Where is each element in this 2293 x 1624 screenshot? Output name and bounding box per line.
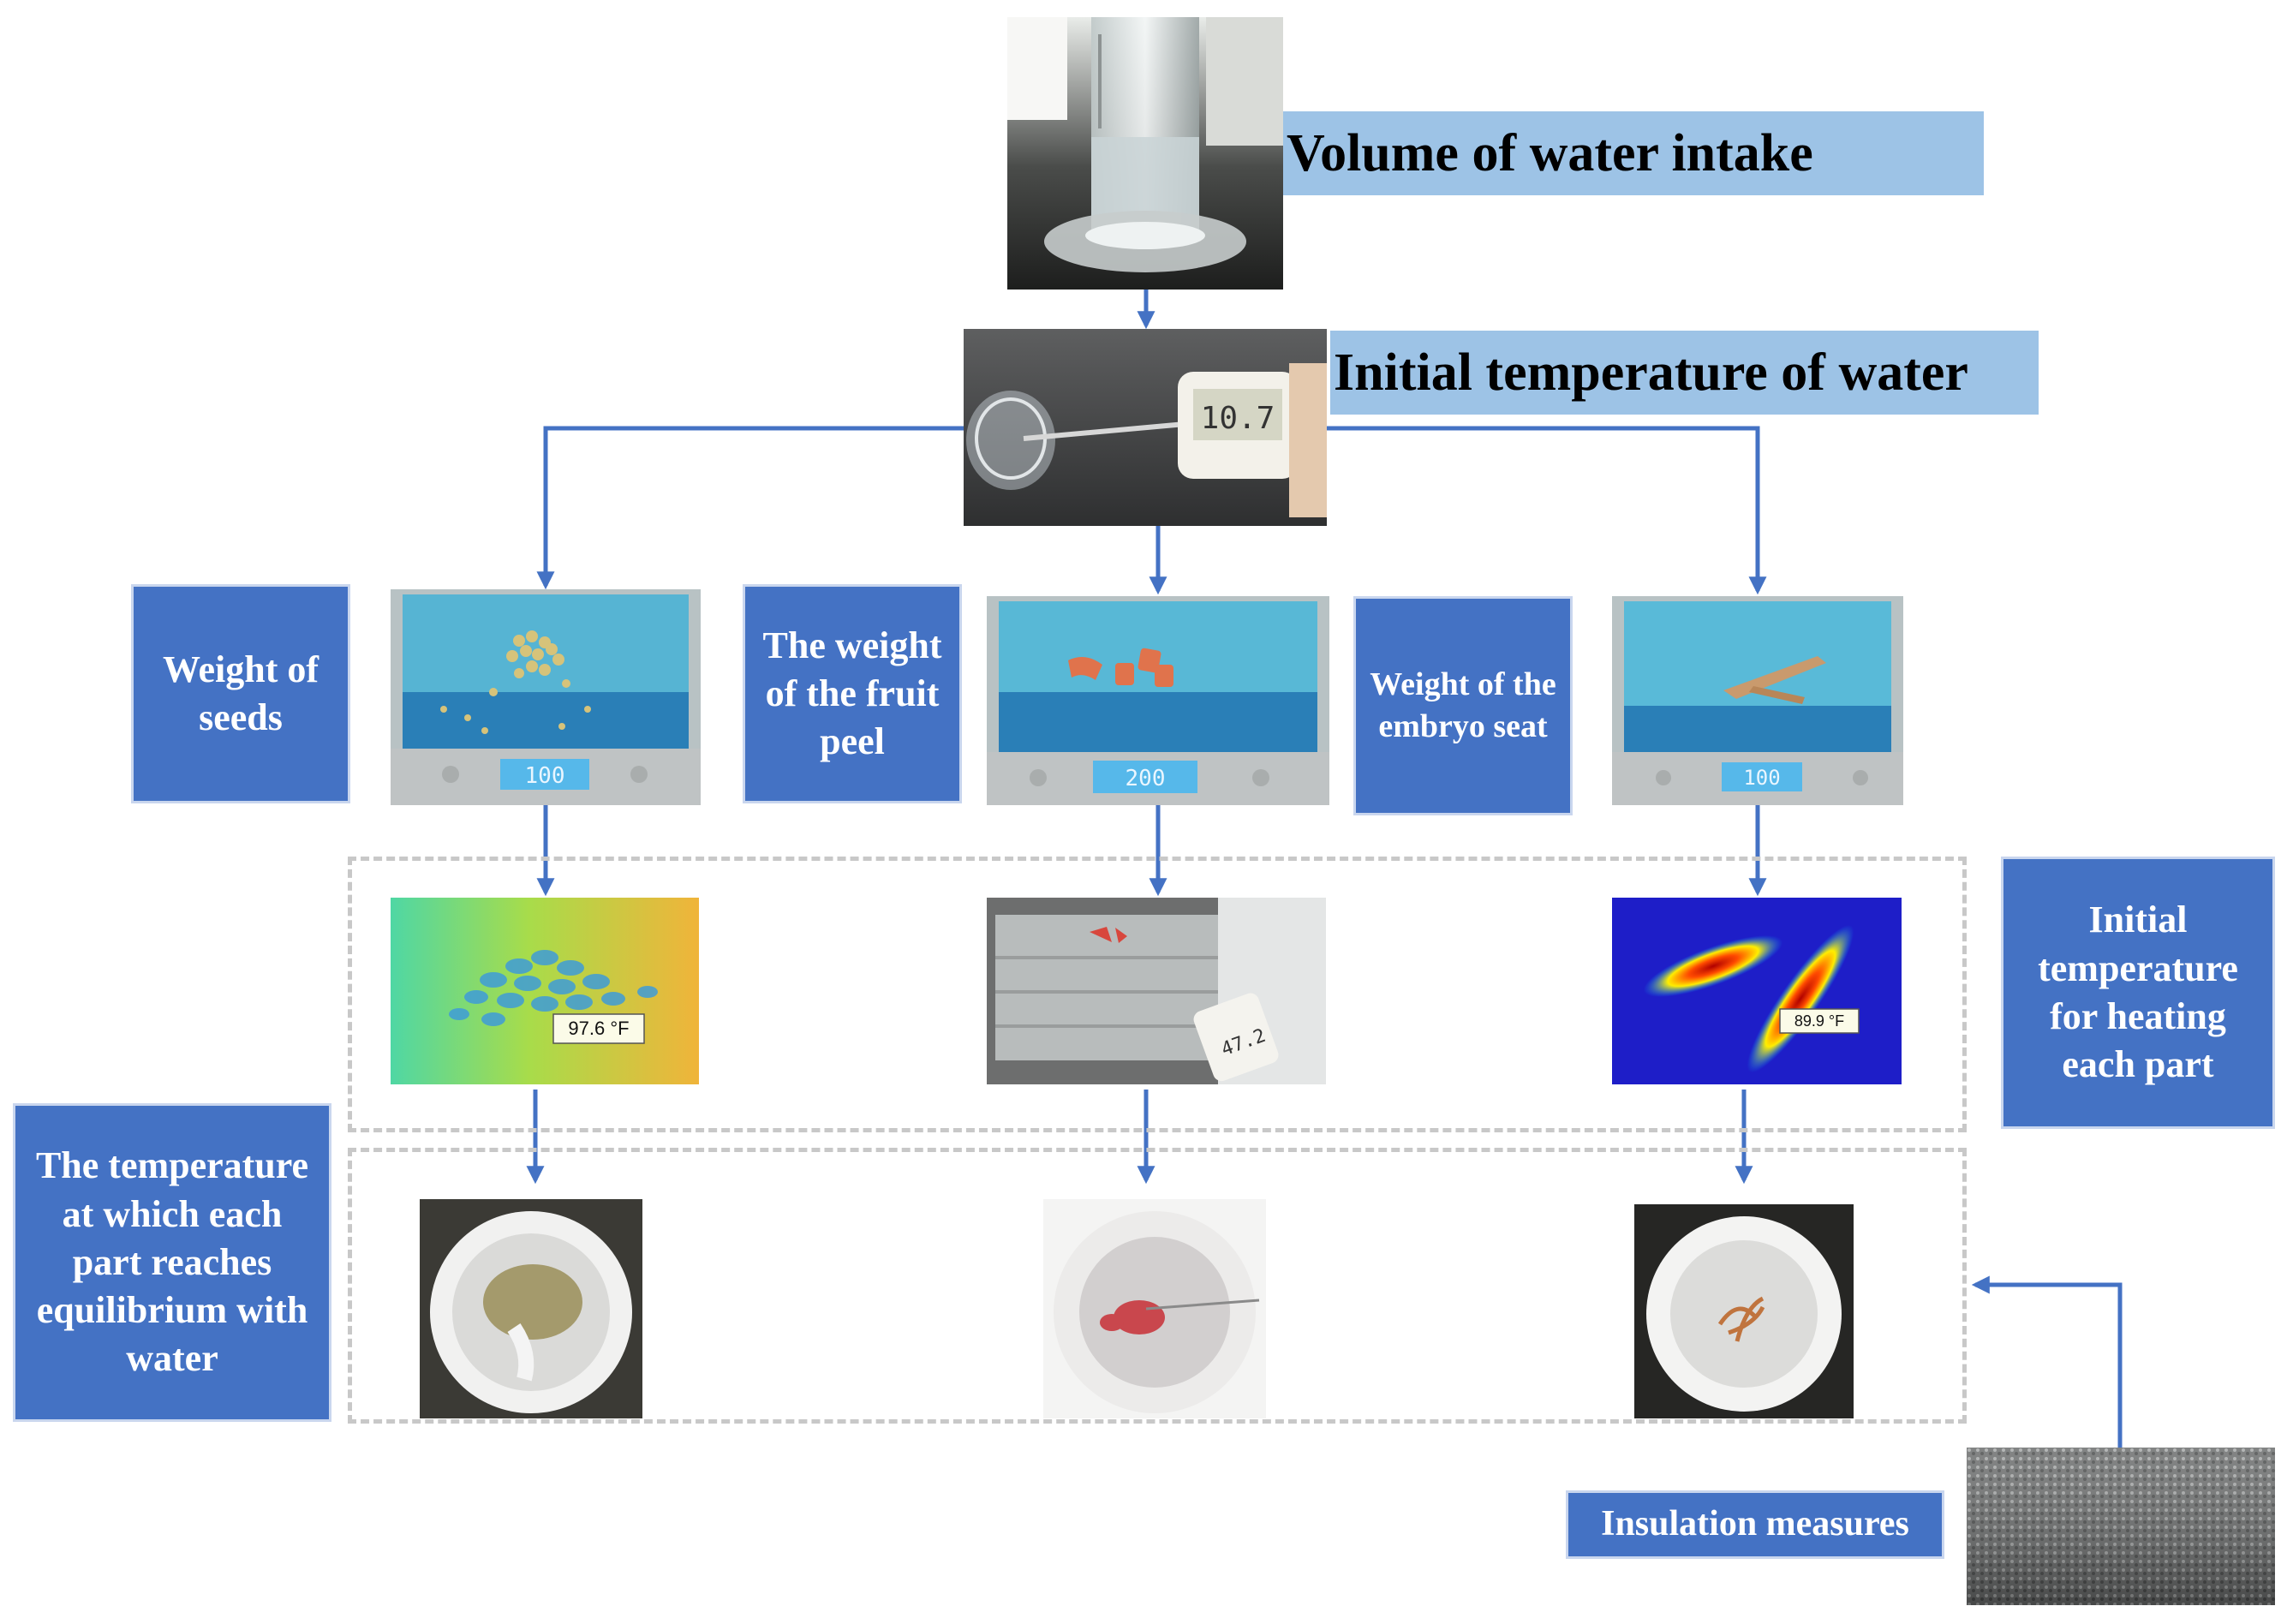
embryo-scale-readout: 100 [1743,766,1780,790]
weight-seeds-box: Weight of seeds [131,584,350,803]
thermometer-readout: 10.7 [1201,401,1275,436]
seeds-insulated-cup-photo [420,1199,642,1418]
embryo-thermal-image: 89.9 °F [1612,898,1902,1084]
peel-oven-photo: 47.2 [987,898,1326,1084]
weight-embryo-seat-box: Weight of the embryo seat [1353,596,1573,815]
arrow-insulation-to-box [1971,1275,2123,1448]
equilibrium-temp-box: The temperature at which each part reach… [13,1103,331,1422]
insulation-label-box: Insulation measures [1566,1490,1944,1559]
heating-group-box [348,857,1967,1132]
volume-of-water-label: Volume of water intake [1283,111,1984,195]
thermometer-photo: 10.7 [964,329,1327,526]
seeds-thermal-readout: 97.6 °F [568,1018,629,1039]
seeds-thermal-image: 97.6 °F [391,898,699,1084]
equilibrium-group-box [348,1148,1967,1424]
seeds-scale-photo: 100 [391,589,701,805]
peel-scale-photo: 200 [987,596,1329,805]
peel-insulated-cup-photo [1043,1199,1266,1418]
arrow-to-seeds-scale [536,426,964,590]
embryo-scale-photo: 100 [1612,596,1903,805]
embryo-insulated-cup-photo [1634,1204,1854,1418]
graduated-cylinder-photo [1007,17,1283,290]
peel-scale-readout: 200 [1126,766,1166,791]
initial-temp-heating-box: Initial temperature for heating each par… [2001,857,2275,1129]
arrow-to-embryo-scale [1327,426,1767,595]
embryo-thermal-readout: 89.9 °F [1794,1012,1844,1030]
insulation-material-photo [1967,1448,2275,1605]
initial-temp-water-label: Initial temperature of water [1330,331,2039,415]
weight-fruit-peel-box: The weight of the fruit peel [743,584,962,803]
seeds-scale-readout: 100 [525,763,565,789]
